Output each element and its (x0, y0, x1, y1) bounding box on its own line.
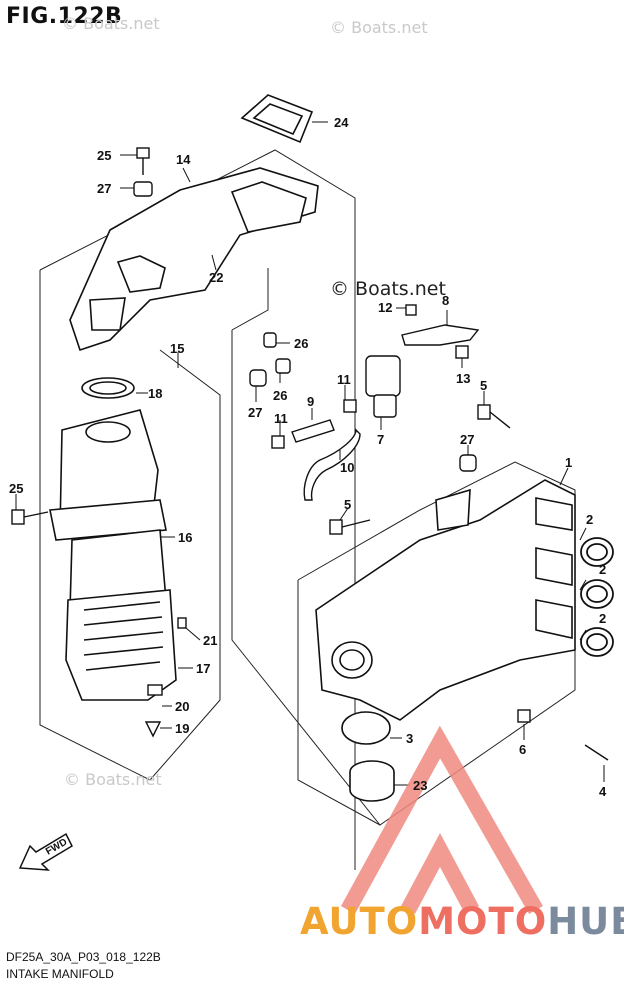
callout-label: 2 (586, 512, 594, 527)
callout-label: 11 (274, 411, 288, 426)
callout-label: 10 (340, 460, 355, 475)
brand-wordmark: AUTOMOTOHUB (300, 900, 624, 943)
callout-label: 2 (599, 562, 607, 577)
section-name: INTAKE MANIFOLD (6, 967, 114, 981)
callout-label: 11 (337, 372, 351, 387)
callout-label: 9 (307, 394, 315, 409)
brand-part-moto: MOTO (418, 900, 548, 943)
callout-label: 2 (599, 611, 607, 626)
callout-label: 24 (334, 115, 349, 130)
callout-label: 7 (377, 432, 385, 447)
callout-label: 19 (175, 721, 190, 736)
watermark: © Boats.net (62, 14, 160, 33)
watermark-main: © Boats.net (330, 278, 446, 300)
leader-lines (15, 121, 605, 786)
callout-label: 20 (175, 699, 190, 714)
callout-label: 27 (460, 432, 475, 447)
callout-label: 22 (209, 270, 224, 285)
gaskets-2-shape (580, 537, 614, 657)
brand-part-auto: AUTO (300, 900, 419, 943)
hardware-shapes (11, 147, 609, 761)
callout-label: 5 (344, 497, 352, 512)
callout-label: 25 (97, 148, 112, 163)
seals-shape (341, 711, 395, 802)
callout-label: 27 (97, 181, 112, 196)
callout-label: 13 (456, 371, 471, 386)
callout-label: 25 (9, 481, 24, 496)
silencer-15-shape (49, 377, 177, 701)
brand-part-hub: HUB (547, 900, 624, 943)
callout-label: 16 (178, 530, 193, 545)
fwd-arrow-icon: FWD (18, 832, 73, 871)
callout-label: 18 (148, 386, 163, 401)
callout-label: 23 (413, 778, 428, 793)
callout-label: 1 (565, 455, 573, 470)
callout-label: 27 (248, 405, 263, 420)
callout-label: 12 (378, 300, 393, 315)
figure-title: FIG.122B (6, 4, 123, 29)
watermark: © Boats.net (64, 770, 162, 789)
frame-link-15 (231, 330, 381, 826)
manifold-1-shape (315, 479, 576, 721)
drawing-code: DF25A_30A_P03_018_122B (6, 950, 161, 964)
callout-label: 6 (519, 742, 527, 757)
callout-label: 5 (480, 378, 488, 393)
gasket-24-shape (240, 94, 314, 144)
callout-label: 26 (273, 388, 288, 403)
callout-label: 3 (406, 731, 414, 746)
callout-label: 14 (176, 152, 191, 167)
callout-label: 15 (170, 341, 185, 356)
callout-label: 4 (599, 784, 607, 799)
frame-link-22 (231, 268, 269, 331)
brand-triangle-logo (340, 725, 543, 914)
watermark: © Boats.net (330, 18, 428, 37)
callout-label: 8 (442, 293, 450, 308)
frame-silencer (39, 270, 221, 781)
callout-label: 17 (196, 661, 211, 676)
callout-label: 26 (294, 336, 309, 351)
air-cover-14-shape (69, 167, 319, 352)
callout-label: 21 (203, 633, 218, 648)
